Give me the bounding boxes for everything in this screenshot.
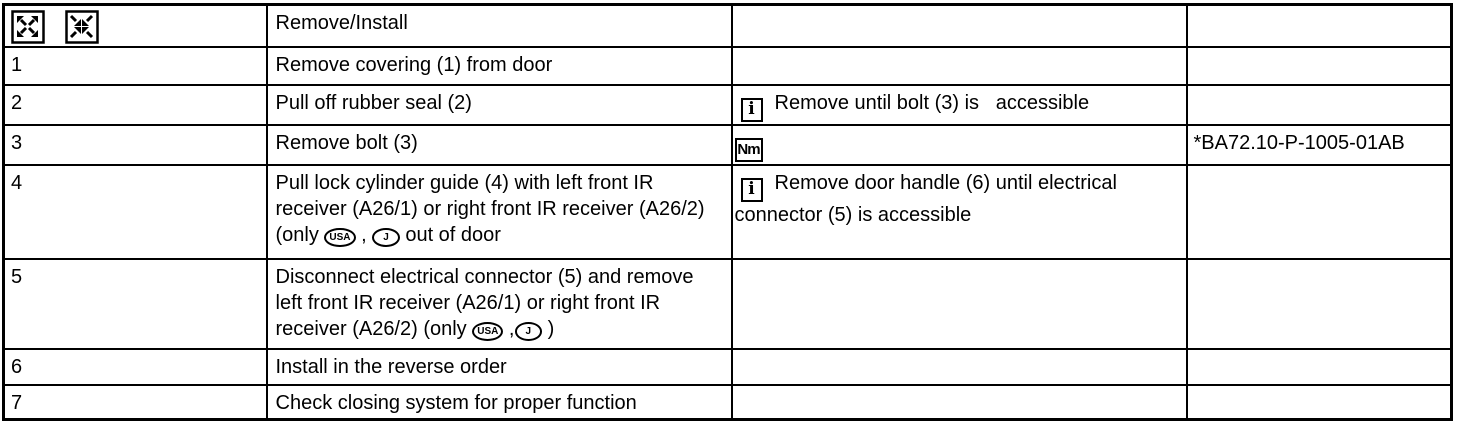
step-note: Nm <box>730 124 1188 166</box>
action-text: Pull lock cylinder guide (4) with left f… <box>275 172 705 246</box>
step-action: Remove covering (1) from door <box>265 46 733 86</box>
table-row: 5 Disconnect electrical connector (5) an… <box>2 258 1453 350</box>
table-cell <box>730 3 1188 48</box>
action-separator: , <box>355 224 373 246</box>
collapse-icon <box>64 10 99 44</box>
table-row: 1 Remove covering (1) from door <box>2 46 1453 86</box>
table-row: 3 Remove bolt (3) Nm *BA72.10-P-1005-01A… <box>2 124 1453 166</box>
table-cell <box>1185 384 1453 421</box>
step-action: Check closing system for proper function <box>265 384 733 421</box>
table-cell <box>730 258 1188 350</box>
table-cell <box>1185 164 1453 260</box>
japan-country-icon: J <box>372 228 400 247</box>
step-number: 5 <box>2 258 268 350</box>
step-number: 7 <box>2 384 268 421</box>
table-cell <box>1185 46 1453 86</box>
table-row: 6 Install in the reverse order <box>2 348 1453 386</box>
table-cell <box>1185 348 1453 386</box>
action-text: ) <box>542 318 555 340</box>
japan-country-icon: J <box>514 322 543 341</box>
torque-nm-icon: Nm <box>734 137 763 162</box>
table-row: 4 Pull lock cylinder guide (4) with left… <box>2 164 1453 260</box>
collapse-all-button[interactable] <box>64 10 99 44</box>
step-number: 2 <box>2 84 268 126</box>
step-action: Disconnect electrical connector (5) and … <box>265 258 733 350</box>
table-row: 2 Pull off rubber seal (2) i Remove until… <box>2 84 1453 126</box>
step-action: Pull off rubber seal (2) <box>265 84 733 126</box>
step-action: Remove bolt (3) <box>265 124 733 166</box>
expand-all-button[interactable] <box>11 10 45 44</box>
action-separator: , <box>503 318 515 340</box>
note-text: Remove door handle (6) until electrical … <box>734 172 1123 226</box>
note-text: Remove until bolt (3) is accessible <box>774 92 1090 114</box>
header-title-cell: Remove/Install <box>265 3 733 48</box>
document-reference-link[interactable]: *BA72.10-P-1005-01AB <box>1185 124 1453 166</box>
table-title: Remove/Install <box>275 12 408 34</box>
step-number: 1 <box>2 46 268 86</box>
action-text: out of door <box>399 224 501 246</box>
table-row: 7 Check closing system for proper functi… <box>2 384 1453 421</box>
step-number: 6 <box>2 348 268 386</box>
table-cell <box>730 348 1188 386</box>
procedure-table: Remove/Install 1 Remove covering (1) fro… <box>2 3 1453 421</box>
table-cell <box>1185 258 1453 350</box>
usa-country-icon: USA <box>324 228 356 247</box>
step-action: Install in the reverse order <box>265 348 733 386</box>
table-cell <box>1185 3 1453 48</box>
step-number: 4 <box>2 164 268 260</box>
info-icon: i <box>740 97 763 122</box>
step-number: 3 <box>2 124 268 166</box>
table-cell <box>730 384 1188 421</box>
step-action: Pull lock cylinder guide (4) with left f… <box>265 164 733 260</box>
usa-country-icon: USA <box>472 322 504 341</box>
table-cell <box>1185 84 1453 126</box>
table-cell <box>730 46 1188 86</box>
action-text: Disconnect electrical connector (5) and … <box>275 266 694 340</box>
step-note: i Remove until bolt (3) is accessible <box>730 84 1188 126</box>
info-icon: i <box>740 177 763 202</box>
header-icons-cell <box>2 3 268 48</box>
table-header-row: Remove/Install <box>2 3 1453 48</box>
expand-icon <box>11 10 45 44</box>
